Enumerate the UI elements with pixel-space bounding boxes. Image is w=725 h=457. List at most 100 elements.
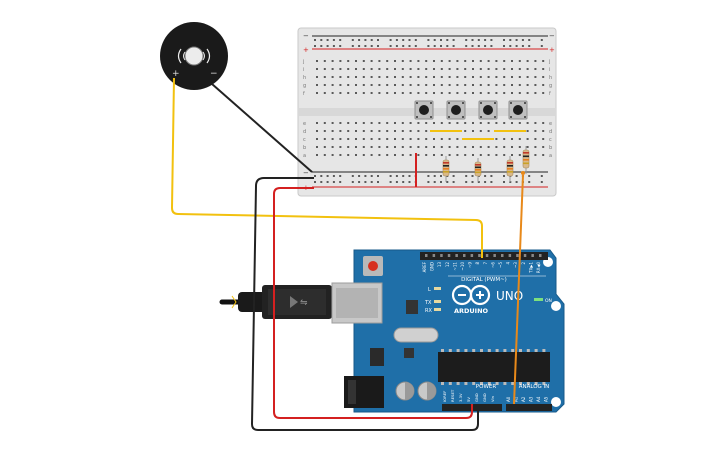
terminal-hole[interactable]: [378, 92, 381, 94]
rail-hole[interactable]: [484, 181, 487, 183]
terminal-hole[interactable]: [456, 122, 459, 124]
terminal-hole[interactable]: [472, 154, 474, 156]
terminal-hole[interactable]: [316, 68, 318, 70]
rail-hole[interactable]: [339, 39, 342, 41]
terminal-hole[interactable]: [417, 68, 420, 70]
rail-hole[interactable]: [540, 39, 543, 41]
terminal-hole[interactable]: [534, 68, 537, 70]
rail-hole[interactable]: [320, 39, 323, 41]
terminal-hole[interactable]: [542, 146, 545, 148]
rail-hole[interactable]: [377, 175, 379, 177]
terminal-hole[interactable]: [316, 76, 318, 78]
rail-hole[interactable]: [503, 39, 505, 41]
terminal-hole[interactable]: [378, 138, 381, 140]
rail-hole[interactable]: [509, 39, 512, 41]
terminal-hole[interactable]: [472, 130, 474, 132]
terminal-hole[interactable]: [487, 84, 490, 86]
terminal-hole[interactable]: [518, 68, 521, 70]
terminal-hole[interactable]: [331, 92, 334, 94]
terminal-hole[interactable]: [472, 60, 474, 62]
terminal-hole[interactable]: [456, 68, 459, 70]
rail-hole[interactable]: [452, 39, 455, 41]
rail-hole[interactable]: [339, 175, 342, 177]
rail-hole[interactable]: [320, 45, 323, 47]
terminal-hole[interactable]: [401, 76, 404, 78]
terminal-hole[interactable]: [417, 138, 420, 140]
digital-pin[interactable]: [440, 254, 443, 257]
terminal-hole[interactable]: [347, 138, 350, 140]
terminal-hole[interactable]: [370, 122, 373, 124]
terminal-hole[interactable]: [534, 84, 537, 86]
terminal-hole[interactable]: [401, 146, 404, 148]
terminal-hole[interactable]: [542, 138, 545, 140]
terminal-hole[interactable]: [479, 76, 482, 78]
terminal-hole[interactable]: [479, 130, 482, 132]
terminal-hole[interactable]: [378, 84, 381, 86]
rail-hole[interactable]: [433, 181, 436, 183]
rail-hole[interactable]: [414, 45, 417, 47]
terminal-hole[interactable]: [503, 92, 506, 94]
terminal-hole[interactable]: [495, 92, 498, 94]
terminal-hole[interactable]: [362, 76, 365, 78]
rail-hole[interactable]: [370, 175, 373, 177]
terminal-hole[interactable]: [526, 146, 529, 148]
terminal-hole[interactable]: [394, 154, 396, 156]
rail-hole[interactable]: [351, 181, 354, 183]
rail-hole[interactable]: [402, 39, 405, 41]
rail-hole[interactable]: [314, 45, 316, 47]
terminal-hole[interactable]: [409, 154, 412, 156]
terminal-hole[interactable]: [511, 122, 513, 124]
terminal-hole[interactable]: [425, 60, 428, 62]
digital-pin[interactable]: [432, 254, 436, 257]
rail-hole[interactable]: [377, 181, 379, 183]
wire-black-gnd-to-arduino[interactable]: [250, 177, 479, 431]
terminal-hole[interactable]: [518, 138, 521, 140]
terminal-hole[interactable]: [518, 154, 521, 156]
terminal-hole[interactable]: [347, 68, 350, 70]
terminal-hole[interactable]: [518, 146, 521, 148]
resistor[interactable]: [442, 156, 450, 182]
terminal-hole[interactable]: [316, 154, 318, 156]
rail-hole[interactable]: [395, 39, 398, 41]
terminal-hole[interactable]: [526, 138, 529, 140]
terminal-hole[interactable]: [401, 68, 404, 70]
rail-hole[interactable]: [408, 175, 411, 177]
terminal-hole[interactable]: [347, 92, 350, 94]
terminal-hole[interactable]: [487, 76, 490, 78]
terminal-hole[interactable]: [409, 138, 412, 140]
terminal-hole[interactable]: [440, 60, 443, 62]
rail-hole[interactable]: [521, 39, 524, 41]
terminal-hole[interactable]: [378, 60, 381, 62]
terminal-hole[interactable]: [401, 154, 404, 156]
terminal-hole[interactable]: [394, 60, 396, 62]
rail-hole[interactable]: [358, 175, 361, 177]
terminal-hole[interactable]: [526, 122, 529, 124]
terminal-hole[interactable]: [472, 146, 474, 148]
terminal-hole[interactable]: [394, 130, 396, 132]
terminal-hole[interactable]: [323, 138, 326, 140]
terminal-hole[interactable]: [362, 130, 365, 132]
terminal-hole[interactable]: [339, 146, 342, 148]
terminal-hole[interactable]: [440, 146, 443, 148]
terminal-hole[interactable]: [339, 68, 342, 70]
usb-cable[interactable]: ⇋: [219, 282, 383, 324]
rail-hole[interactable]: [503, 175, 505, 177]
terminal-hole[interactable]: [362, 146, 365, 148]
terminal-hole[interactable]: [347, 76, 350, 78]
terminal-hole[interactable]: [526, 92, 529, 94]
rail-hole[interactable]: [402, 45, 405, 47]
resistor[interactable]: [522, 146, 530, 174]
terminal-hole[interactable]: [487, 146, 490, 148]
terminal-hole[interactable]: [542, 122, 545, 124]
rail-hole[interactable]: [446, 181, 449, 183]
terminal-hole[interactable]: [323, 92, 326, 94]
terminal-hole[interactable]: [331, 130, 334, 132]
terminal-hole[interactable]: [355, 130, 357, 132]
terminal-hole[interactable]: [409, 146, 412, 148]
rail-hole[interactable]: [446, 39, 449, 41]
rail-hole[interactable]: [515, 175, 518, 177]
terminal-hole[interactable]: [448, 76, 451, 78]
terminal-hole[interactable]: [511, 154, 513, 156]
terminal-hole[interactable]: [339, 122, 342, 124]
terminal-hole[interactable]: [487, 154, 490, 156]
